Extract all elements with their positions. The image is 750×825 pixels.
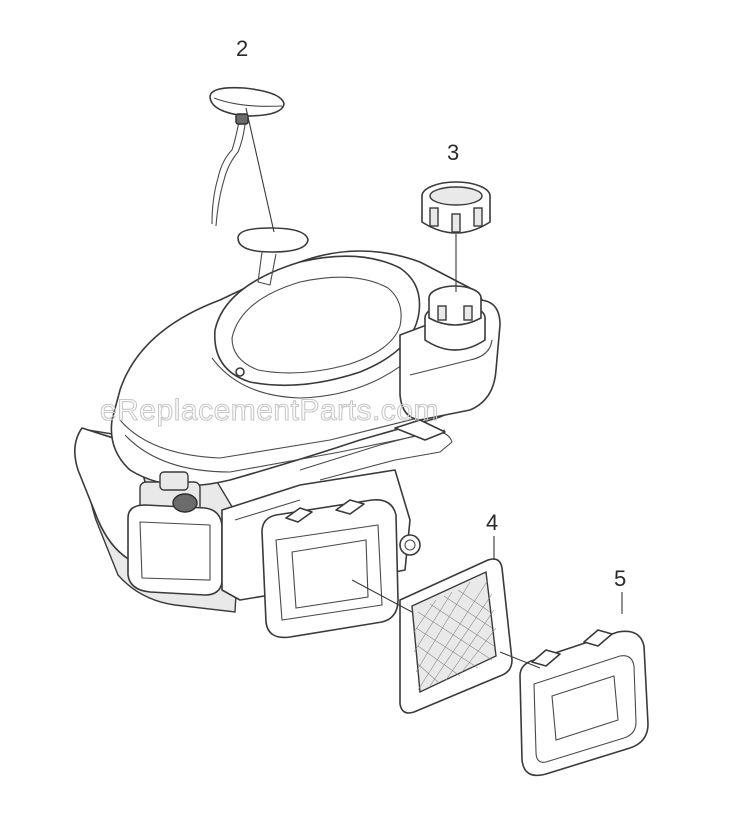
part-starter-handle (209, 86, 285, 227)
callout-label-2: 2 (236, 36, 248, 61)
watermark-text: eReplacementParts.com (100, 394, 439, 427)
leader-line-2 (245, 107, 275, 233)
part-air-filter (399, 558, 513, 714)
engine-assembly (74, 227, 501, 639)
leader-line-4-assembly (351, 579, 413, 613)
part-fuel-cap (421, 181, 491, 234)
callout-label-3: 3 (447, 140, 459, 165)
callout-label-4: 4 (486, 510, 498, 535)
filter-mesh (413, 579, 497, 691)
callout-label-5: 5 (614, 566, 626, 591)
leader-line-5-assembly (499, 651, 541, 669)
part-air-cleaner-cover (519, 629, 649, 777)
